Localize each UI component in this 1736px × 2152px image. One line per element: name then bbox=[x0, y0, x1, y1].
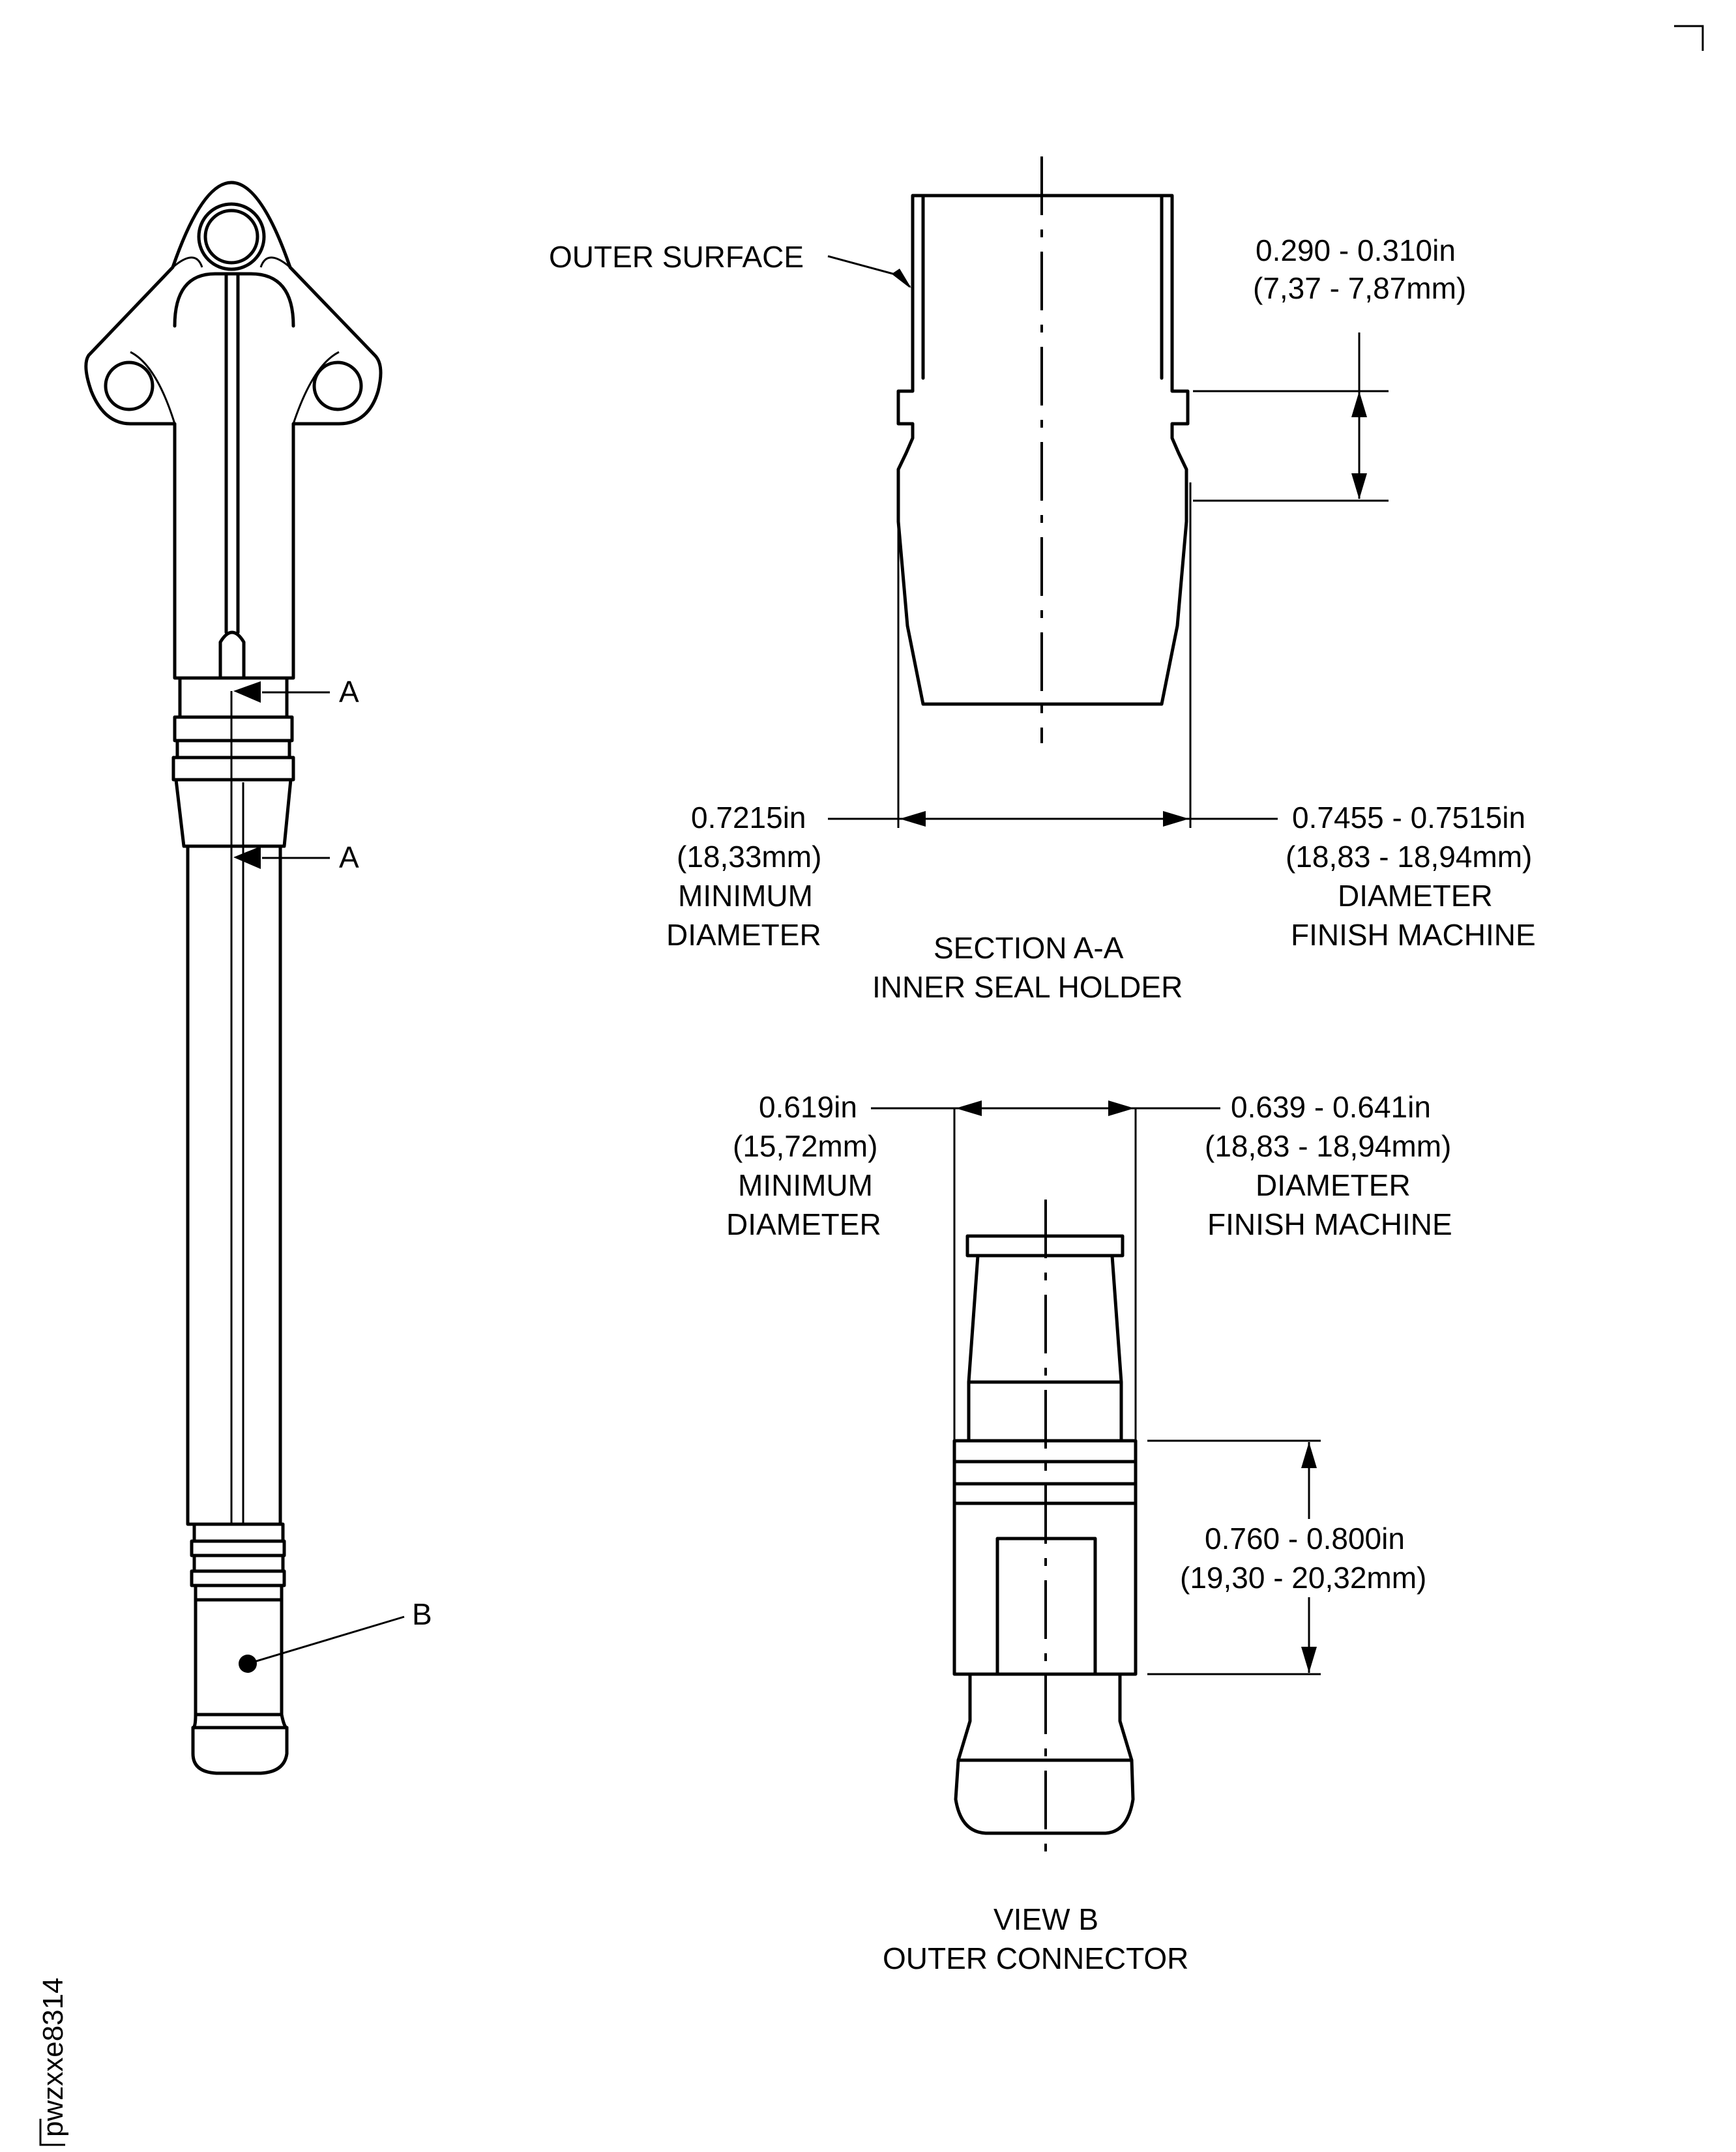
viewb-min-diameter-label-2: DIAMETER bbox=[726, 1207, 881, 1241]
view-subtitle: OUTER CONNECTOR bbox=[883, 1941, 1188, 1975]
viewb-length-mm: (19,30 - 20,32mm) bbox=[1180, 1561, 1426, 1595]
section-a-a-drawing bbox=[827, 156, 1389, 828]
viewb-finish-diameter-label-1: DIAMETER bbox=[1256, 1168, 1411, 1202]
assembly-part-drawing bbox=[84, 181, 383, 1775]
view-b-drawing bbox=[871, 1100, 1321, 1865]
figure-id: pwzxxe8314 bbox=[37, 1977, 69, 2137]
viewb-min-diameter-in: 0.619in bbox=[759, 1090, 857, 1124]
gap-dimension-mm: (7,37 - 7,87mm) bbox=[1253, 271, 1466, 305]
section-subtitle: INNER SEAL HOLDER bbox=[872, 970, 1183, 1004]
corner-mark bbox=[1674, 25, 1704, 51]
section-title: SECTION A-A bbox=[934, 931, 1124, 965]
figure-id-block: pwzxxe8314 bbox=[37, 1977, 69, 2146]
callout-a-lower: A bbox=[339, 840, 359, 874]
gap-dimension-in: 0.290 - 0.310in bbox=[1256, 233, 1456, 267]
section-min-diameter-mm: (18,33mm) bbox=[677, 840, 821, 874]
section-min-diameter-in: 0.7215in bbox=[691, 801, 806, 834]
outer-surface-label: OUTER SURFACE bbox=[549, 240, 804, 274]
callout-b: B bbox=[412, 1597, 432, 1631]
viewb-length-in: 0.760 - 0.800in bbox=[1205, 1522, 1405, 1555]
section-min-diameter-label-2: DIAMETER bbox=[666, 918, 821, 952]
callout-a-upper: A bbox=[339, 675, 359, 709]
section-finish-diameter-label-2: FINISH MACHINE bbox=[1291, 918, 1536, 952]
callout-leaders bbox=[247, 691, 405, 1665]
view-title: VIEW B bbox=[993, 1902, 1098, 1936]
section-finish-diameter-in: 0.7455 - 0.7515in bbox=[1292, 801, 1525, 834]
section-min-diameter-label-1: MINIMUM bbox=[678, 879, 813, 913]
viewb-min-diameter-label-1: MINIMUM bbox=[738, 1168, 873, 1202]
viewb-finish-diameter-label-2: FINISH MACHINE bbox=[1207, 1207, 1452, 1241]
viewb-finish-diameter-in: 0.639 - 0.641in bbox=[1231, 1090, 1431, 1124]
viewb-min-diameter-mm: (15,72mm) bbox=[733, 1129, 877, 1163]
section-finish-diameter-label-1: DIAMETER bbox=[1338, 879, 1493, 913]
viewb-finish-diameter-mm: (18,83 - 18,94mm) bbox=[1205, 1129, 1451, 1163]
section-finish-diameter-mm: (18,83 - 18,94mm) bbox=[1286, 840, 1532, 874]
